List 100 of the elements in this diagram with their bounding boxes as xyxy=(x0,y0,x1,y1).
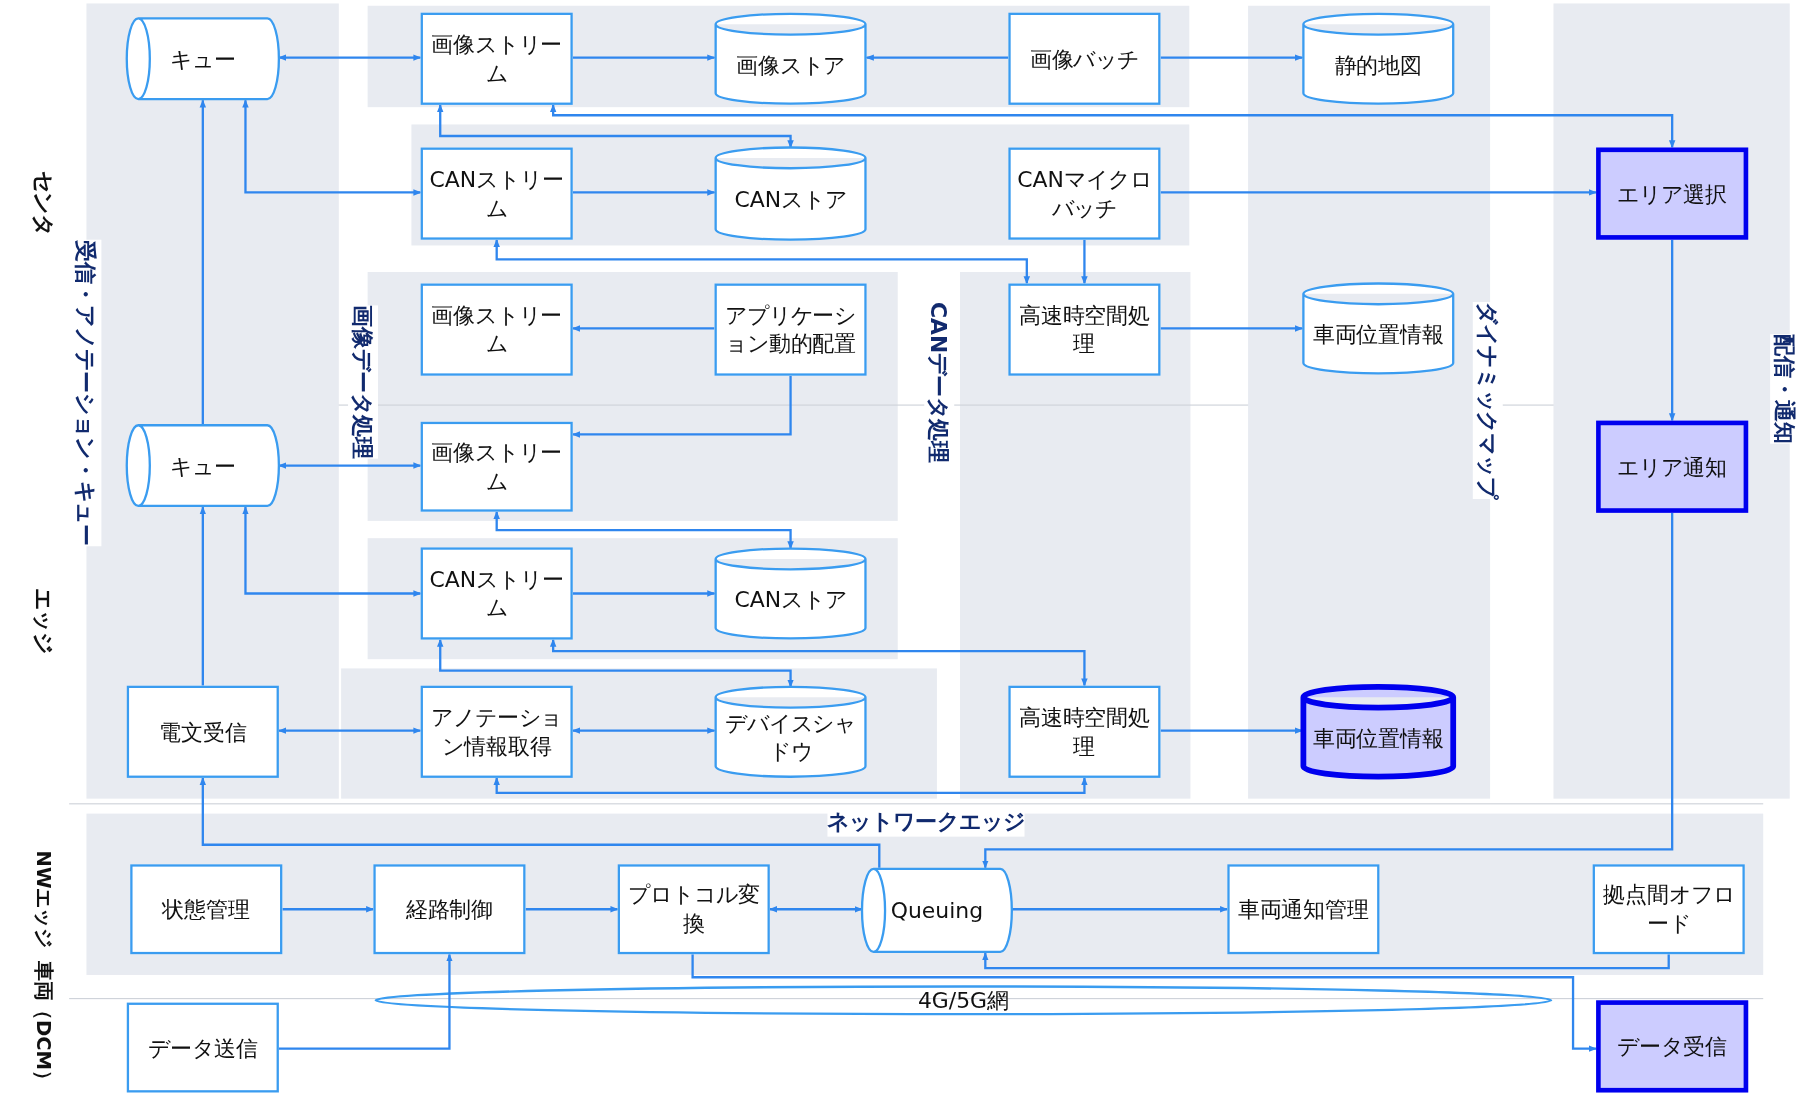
arrow xyxy=(571,375,792,438)
process-box xyxy=(1592,864,1745,955)
process-box xyxy=(1008,12,1161,105)
queue-cylinder xyxy=(126,17,279,101)
node-label: エリア選択 xyxy=(1616,179,1728,208)
arrow xyxy=(282,906,375,913)
node-label: 画像ストリーム xyxy=(430,438,564,496)
node-label: CANストア xyxy=(733,585,848,614)
node-label: 高速時空間処理 xyxy=(1017,301,1152,359)
group-title: 受信・アノテーション・キュー xyxy=(71,239,102,547)
node-label: データ送信 xyxy=(147,1033,259,1062)
arrow xyxy=(571,325,715,332)
arrow xyxy=(1081,239,1088,285)
arrow xyxy=(493,238,1031,285)
node-label: 状態管理 xyxy=(161,895,252,924)
node-label: 静的地図 xyxy=(1333,50,1424,79)
node-label: キュー xyxy=(169,44,237,73)
arrow xyxy=(572,54,716,61)
node-label: CANストリーム xyxy=(428,165,565,223)
database-cylinder xyxy=(1302,686,1455,777)
node-label: 画像ストリーム xyxy=(430,301,564,359)
node-label: エリア通知 xyxy=(1616,452,1728,481)
highlighted-box xyxy=(1596,1000,1749,1093)
arrow xyxy=(1668,239,1676,422)
node-label: 画像ストア xyxy=(734,50,847,79)
arrow xyxy=(1160,54,1304,61)
section-title: 画像データ処理 xyxy=(348,305,378,459)
database-cylinder xyxy=(1302,13,1455,104)
arrow xyxy=(199,506,207,686)
node-label: 経路制御 xyxy=(404,895,495,924)
arrow xyxy=(199,99,207,425)
arrow xyxy=(278,953,453,1050)
node-label: Queuing xyxy=(889,896,985,925)
section-title: CANデータ処理 xyxy=(924,301,955,463)
arrow xyxy=(571,727,716,734)
arrow xyxy=(865,54,1009,61)
process-box xyxy=(420,685,573,778)
node-label: CANストア xyxy=(733,185,848,214)
node-label: 拠点間オフロード xyxy=(1602,880,1736,938)
arrow xyxy=(525,906,619,913)
arrow xyxy=(769,906,863,913)
node-label: 電文受信 xyxy=(158,717,248,746)
network-ellipse xyxy=(374,983,1553,1018)
process-box xyxy=(1008,283,1161,376)
node-label: アプリケーション動的配置 xyxy=(723,301,858,359)
process-box xyxy=(420,147,573,240)
arrow xyxy=(1011,906,1229,913)
arrow xyxy=(242,99,422,196)
arrow xyxy=(493,510,794,550)
process-box xyxy=(1008,685,1161,778)
node-label: データ受信 xyxy=(1616,1032,1728,1061)
arrow xyxy=(242,506,422,597)
arrow xyxy=(437,104,794,149)
node-label: 画像ストリーム xyxy=(430,30,564,88)
process-box xyxy=(420,283,573,376)
process-box xyxy=(126,1002,279,1093)
process-box xyxy=(373,864,526,955)
node-label: 4G/5G網 xyxy=(916,986,1010,1015)
arrow xyxy=(1160,727,1304,734)
arrow xyxy=(199,777,881,868)
process-box xyxy=(126,685,279,778)
arrow xyxy=(572,590,716,597)
arrow xyxy=(549,638,1088,687)
process-box xyxy=(714,283,867,376)
arrow xyxy=(572,189,716,196)
node-label: 車両位置情報 xyxy=(1311,723,1445,752)
process-box xyxy=(617,864,770,955)
highlighted-box xyxy=(1596,420,1749,513)
queue-cylinder xyxy=(126,424,279,508)
node-label: プロトコル変換 xyxy=(627,880,761,938)
process-box xyxy=(130,864,283,955)
node-label: 高速時空間処理 xyxy=(1017,703,1152,761)
node-label: CANストリーム xyxy=(428,565,565,622)
group-title: ダイナミックマップ xyxy=(1472,301,1503,499)
node-label: 画像バッチ xyxy=(1028,44,1141,73)
arrow xyxy=(437,638,794,688)
arrow xyxy=(278,727,422,734)
process-box xyxy=(420,12,573,105)
node-label: アノテーション情報取得 xyxy=(430,703,564,761)
node-label: CANマイクロバッチ xyxy=(1016,165,1153,223)
arrow xyxy=(1160,325,1304,332)
queue-cylinder xyxy=(862,867,1012,954)
process-box xyxy=(1008,147,1161,240)
arrow xyxy=(982,512,1674,869)
process-box xyxy=(420,421,573,512)
arrow xyxy=(1160,189,1597,196)
node-label: 車両通知管理 xyxy=(1236,895,1371,924)
node-label: 車両位置情報 xyxy=(1311,320,1445,349)
arrow xyxy=(691,954,1597,1052)
arrow xyxy=(549,104,1676,149)
process-box xyxy=(1227,864,1380,955)
arrow xyxy=(278,54,422,61)
highlighted-box xyxy=(1596,147,1749,240)
arrow xyxy=(278,462,422,469)
row-label: 車両（DCM） xyxy=(31,961,57,1090)
node-label: キュー xyxy=(169,451,237,480)
row-label: センタ xyxy=(30,170,58,237)
row-label: NWエッジ xyxy=(31,850,57,948)
arrow xyxy=(982,952,1670,970)
arrow xyxy=(493,777,1088,794)
